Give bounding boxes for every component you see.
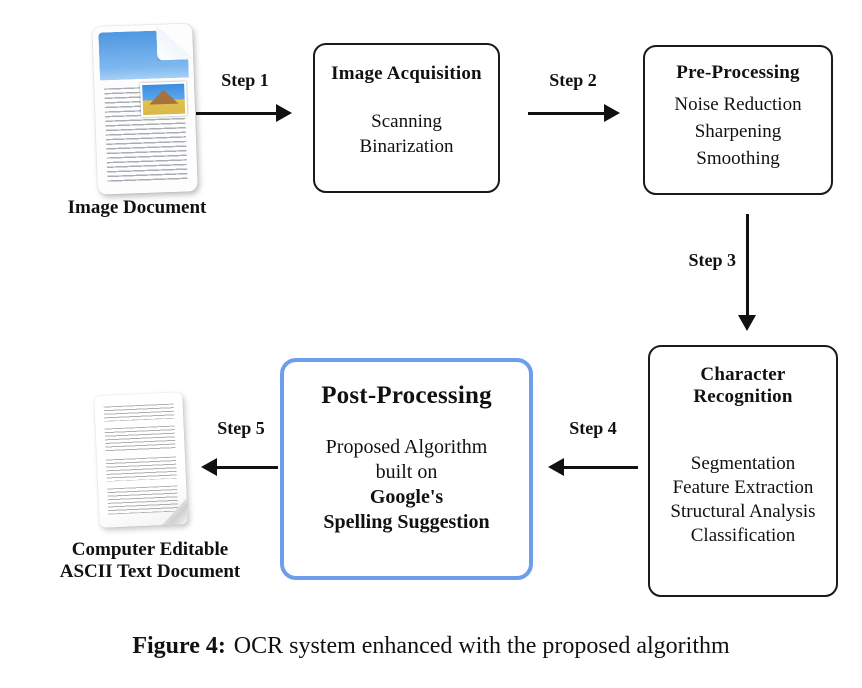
page-fold-corner-icon bbox=[156, 23, 193, 60]
step-3-label: Step 3 bbox=[688, 250, 736, 270]
box-item-structural-analysis: Structural Analysis bbox=[670, 501, 816, 522]
ascii-document-label: Computer Editable ASCII Text Document bbox=[40, 539, 260, 583]
arrow-head bbox=[201, 458, 217, 476]
page-photo-thumbnail bbox=[140, 81, 188, 118]
box-pre-processing-title: Pre-Processing bbox=[676, 62, 800, 83]
text-paragraph bbox=[103, 403, 175, 422]
box-item-classification: Classification bbox=[690, 525, 796, 546]
arrow-head bbox=[276, 104, 292, 122]
step-2-arrow-right-icon bbox=[528, 104, 620, 122]
box-post-processing-title: Post-Processing bbox=[321, 382, 492, 409]
step-4-label: Step 4 bbox=[569, 418, 617, 438]
arrow-head bbox=[604, 104, 620, 122]
step-1-arrow-right-icon bbox=[196, 104, 292, 122]
post-processing-line-proposed-algorithm: Proposed Algorithm bbox=[325, 436, 488, 458]
text-paragraph bbox=[105, 456, 177, 482]
text-document-icon bbox=[94, 392, 188, 528]
image-document-label: Image Document bbox=[67, 197, 207, 218]
arrow-head bbox=[738, 315, 756, 331]
box-item-binarization: Binarization bbox=[359, 136, 454, 157]
figure-caption-number: Figure 4: bbox=[132, 633, 226, 659]
box-item-smoothing: Smoothing bbox=[696, 148, 780, 169]
post-processing-line-googles: Google's bbox=[369, 486, 444, 508]
arrow-shaft bbox=[215, 466, 278, 469]
text-paragraph bbox=[104, 425, 176, 453]
figure-caption: Figure 4: OCR system enhanced with the pr… bbox=[0, 633, 862, 660]
box-character-recognition: Character Recognition Segmentation Featu… bbox=[648, 345, 838, 597]
step-2-label: Step 2 bbox=[549, 70, 597, 90]
figure-caption-text: OCR system enhanced with the proposed al… bbox=[233, 633, 730, 659]
box-post-processing: Post-Processing Proposed Algorithm built… bbox=[280, 358, 533, 580]
box-item-noise-reduction: Noise Reduction bbox=[674, 94, 802, 115]
image-document-icon bbox=[92, 23, 198, 195]
post-processing-line-spelling-suggestion: Spelling Suggestion bbox=[323, 511, 490, 533]
arrow-shaft bbox=[746, 214, 749, 317]
step-5-label: Step 5 bbox=[217, 418, 265, 438]
box-item-scanning: Scanning bbox=[371, 111, 442, 132]
arrow-shaft bbox=[196, 112, 278, 115]
box-image-acquisition: Image Acquisition Scanning Binarization bbox=[313, 43, 500, 193]
box-image-acquisition-title: Image Acquisition bbox=[331, 63, 482, 84]
step-3-arrow-down-icon bbox=[738, 214, 756, 331]
box-item-segmentation: Segmentation bbox=[690, 453, 796, 474]
ascii-document-label-line1: Computer Editable bbox=[71, 539, 229, 560]
box-item-feature-extraction: Feature Extraction bbox=[672, 477, 814, 498]
step-4-arrow-left-icon bbox=[548, 458, 638, 476]
ascii-document-label-line2: ASCII Text Document bbox=[59, 561, 241, 582]
box-pre-processing: Pre-Processing Noise Reduction Sharpenin… bbox=[643, 45, 833, 195]
step-1-label: Step 1 bbox=[221, 70, 269, 90]
arrow-shaft bbox=[528, 112, 606, 115]
arrow-head bbox=[548, 458, 564, 476]
box-character-recognition-title: Character Recognition bbox=[693, 364, 793, 407]
arrow-shaft bbox=[562, 466, 638, 469]
post-processing-line-built-on: built on bbox=[375, 461, 438, 483]
text-paragraph bbox=[107, 485, 179, 515]
box-item-sharpening: Sharpening bbox=[694, 121, 782, 142]
step-5-arrow-left-icon bbox=[201, 458, 278, 476]
